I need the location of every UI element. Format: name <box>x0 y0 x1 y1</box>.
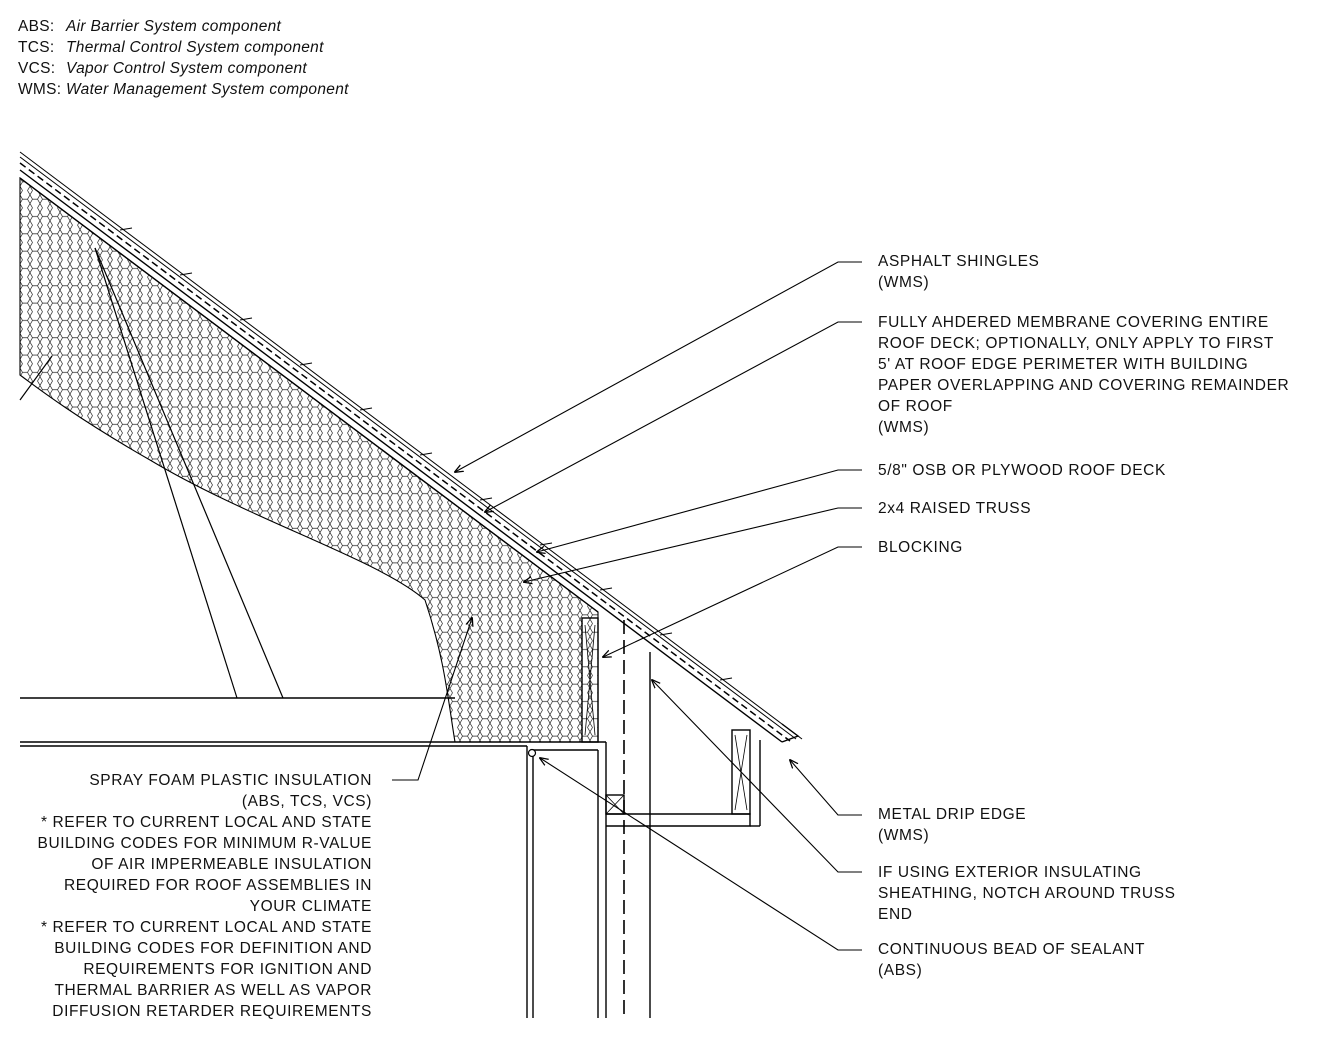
callout-line: BUILDING CODES FOR DEFINITION AND <box>54 940 372 957</box>
callout-notch-sheathing: IF USING EXTERIOR INSULATING SHEATHING, … <box>878 862 1176 925</box>
callout-line: THERMAL BARRIER AS WELL AS VAPOR <box>54 982 372 999</box>
ceiling-and-bottom-chord <box>20 697 606 747</box>
leader-spray-foam <box>392 618 472 781</box>
callout-line: (WMS) <box>878 419 930 436</box>
spray-foam-insulation-fill <box>19 176 599 743</box>
metal-drip-edge-shape <box>781 723 800 743</box>
callout-line: SHEATHING, NOTCH AROUND TRUSS <box>878 885 1176 902</box>
callout-spray-foam: SPRAY FOAM PLASTIC INSULATION (ABS, TCS,… <box>38 770 372 1022</box>
leader-shingles <box>455 261 862 472</box>
soffit-framing <box>606 813 751 827</box>
callout-sealant: CONTINUOUS BEAD OF SEALANT (ABS) <box>878 939 1145 981</box>
legend-row-tcs: TCS: Thermal Control System component <box>18 37 349 58</box>
roof-deck-top-line <box>19 169 783 743</box>
callout-line: * REFER TO CURRENT LOCAL AND STATE <box>40 919 372 936</box>
wall-assembly <box>526 620 651 1018</box>
callout-line: BLOCKING <box>878 539 963 556</box>
callout-line: REQUIRED FOR ROOF ASSEMBLIES IN <box>64 877 372 894</box>
callout-line: END <box>878 906 913 923</box>
callout-line: ROOF DECK; OPTIONALLY, ONLY APPLY TO FIR… <box>878 335 1274 352</box>
legend-row-abs: ABS: Air Barrier System component <box>18 16 349 37</box>
callout-line: CONTINUOUS BEAD OF SEALANT <box>878 941 1146 958</box>
legend-desc: Thermal Control System component <box>66 39 324 56</box>
roof-deck-underside-line <box>19 177 599 613</box>
callout-line: DIFFUSION RETARDER REQUIREMENTS <box>52 1003 372 1020</box>
legend-desc: Air Barrier System component <box>66 18 282 35</box>
truss-vertical-member <box>581 617 599 743</box>
legend-desc: Water Management System component <box>66 81 349 98</box>
callout-raised-truss: 2x4 RAISED TRUSS <box>878 498 1031 519</box>
truss-webs <box>19 247 284 699</box>
roof-assembly <box>19 151 803 743</box>
callout-line: FULLY AHDERED MEMBRANE COVERING ENTIRE <box>878 314 1269 331</box>
sealant-bead <box>527 748 537 758</box>
legend-abbr: ABS: <box>18 18 55 35</box>
callout-line: (WMS) <box>878 827 930 844</box>
legend-abbr: TCS: <box>18 39 55 56</box>
callout-line: 5/8" OSB OR PLYWOOD ROOF DECK <box>878 462 1166 479</box>
shingle-top-line <box>19 151 803 740</box>
callout-metal-drip-edge: METAL DRIP EDGE (WMS) <box>878 804 1026 846</box>
shingle-steps <box>119 227 733 681</box>
leader-sealant <box>540 758 862 951</box>
callout-line: 5' AT ROOF EDGE PERIMETER WITH BUILDING <box>878 356 1249 373</box>
system-component-legend: ABS: Air Barrier System component TCS: The… <box>18 16 349 100</box>
callout-roof-deck: 5/8" OSB OR PLYWOOD ROOF DECK <box>878 460 1166 481</box>
legend-row-wms: WMS:Water Management System component <box>18 79 349 100</box>
legend-abbr: VCS: <box>18 60 56 77</box>
membrane-dashed-line <box>19 162 791 742</box>
callout-line: 2x4 RAISED TRUSS <box>878 500 1032 517</box>
legend-desc: Vapor Control System component <box>66 60 308 77</box>
leader-deck <box>537 469 862 552</box>
leader-truss <box>524 507 862 582</box>
callout-line: REQUIREMENTS FOR IGNITION AND <box>83 961 372 978</box>
callout-line: OF AIR IMPERMEABLE INSULATION <box>91 856 372 873</box>
raised-truss-members <box>581 617 761 827</box>
callout-line: YOUR CLIMATE <box>249 898 372 915</box>
callout-line: ASPHALT SHINGLES <box>878 253 1040 270</box>
callout-asphalt-shingles: ASPHALT SHINGLES (WMS) <box>878 251 1040 293</box>
callout-membrane: FULLY AHDERED MEMBRANE COVERING ENTIRE R… <box>878 312 1289 438</box>
legend-row-vcs: VCS: Vapor Control System component <box>18 58 349 79</box>
callout-line: OF ROOF <box>878 398 953 415</box>
callout-line: IF USING EXTERIOR INSULATING <box>878 864 1142 881</box>
callout-blocking: BLOCKING <box>878 537 963 558</box>
leader-notch <box>652 680 862 873</box>
callout-line: * REFER TO CURRENT LOCAL AND STATE <box>40 814 372 831</box>
callout-line: SPRAY FOAM PLASTIC INSULATION <box>89 772 372 789</box>
fascia-block <box>731 729 751 815</box>
callout-leaders <box>392 261 862 951</box>
shingle-lower-line <box>19 156 797 740</box>
callout-line: PAPER OVERLAPPING AND COVERING REMAINDER <box>878 377 1290 394</box>
callout-line: (WMS) <box>878 274 930 291</box>
legend-abbr: WMS: <box>18 81 62 98</box>
callout-line: (ABS) <box>878 962 923 979</box>
leader-membrane <box>485 321 862 512</box>
leader-blocking <box>603 546 862 657</box>
leader-drip-edge <box>790 760 862 816</box>
callout-line: BUILDING CODES FOR MINIMUM R-VALUE <box>37 835 372 852</box>
callout-line: (ABS, TCS, VCS) <box>241 793 372 810</box>
callout-line: METAL DRIP EDGE <box>878 806 1027 823</box>
